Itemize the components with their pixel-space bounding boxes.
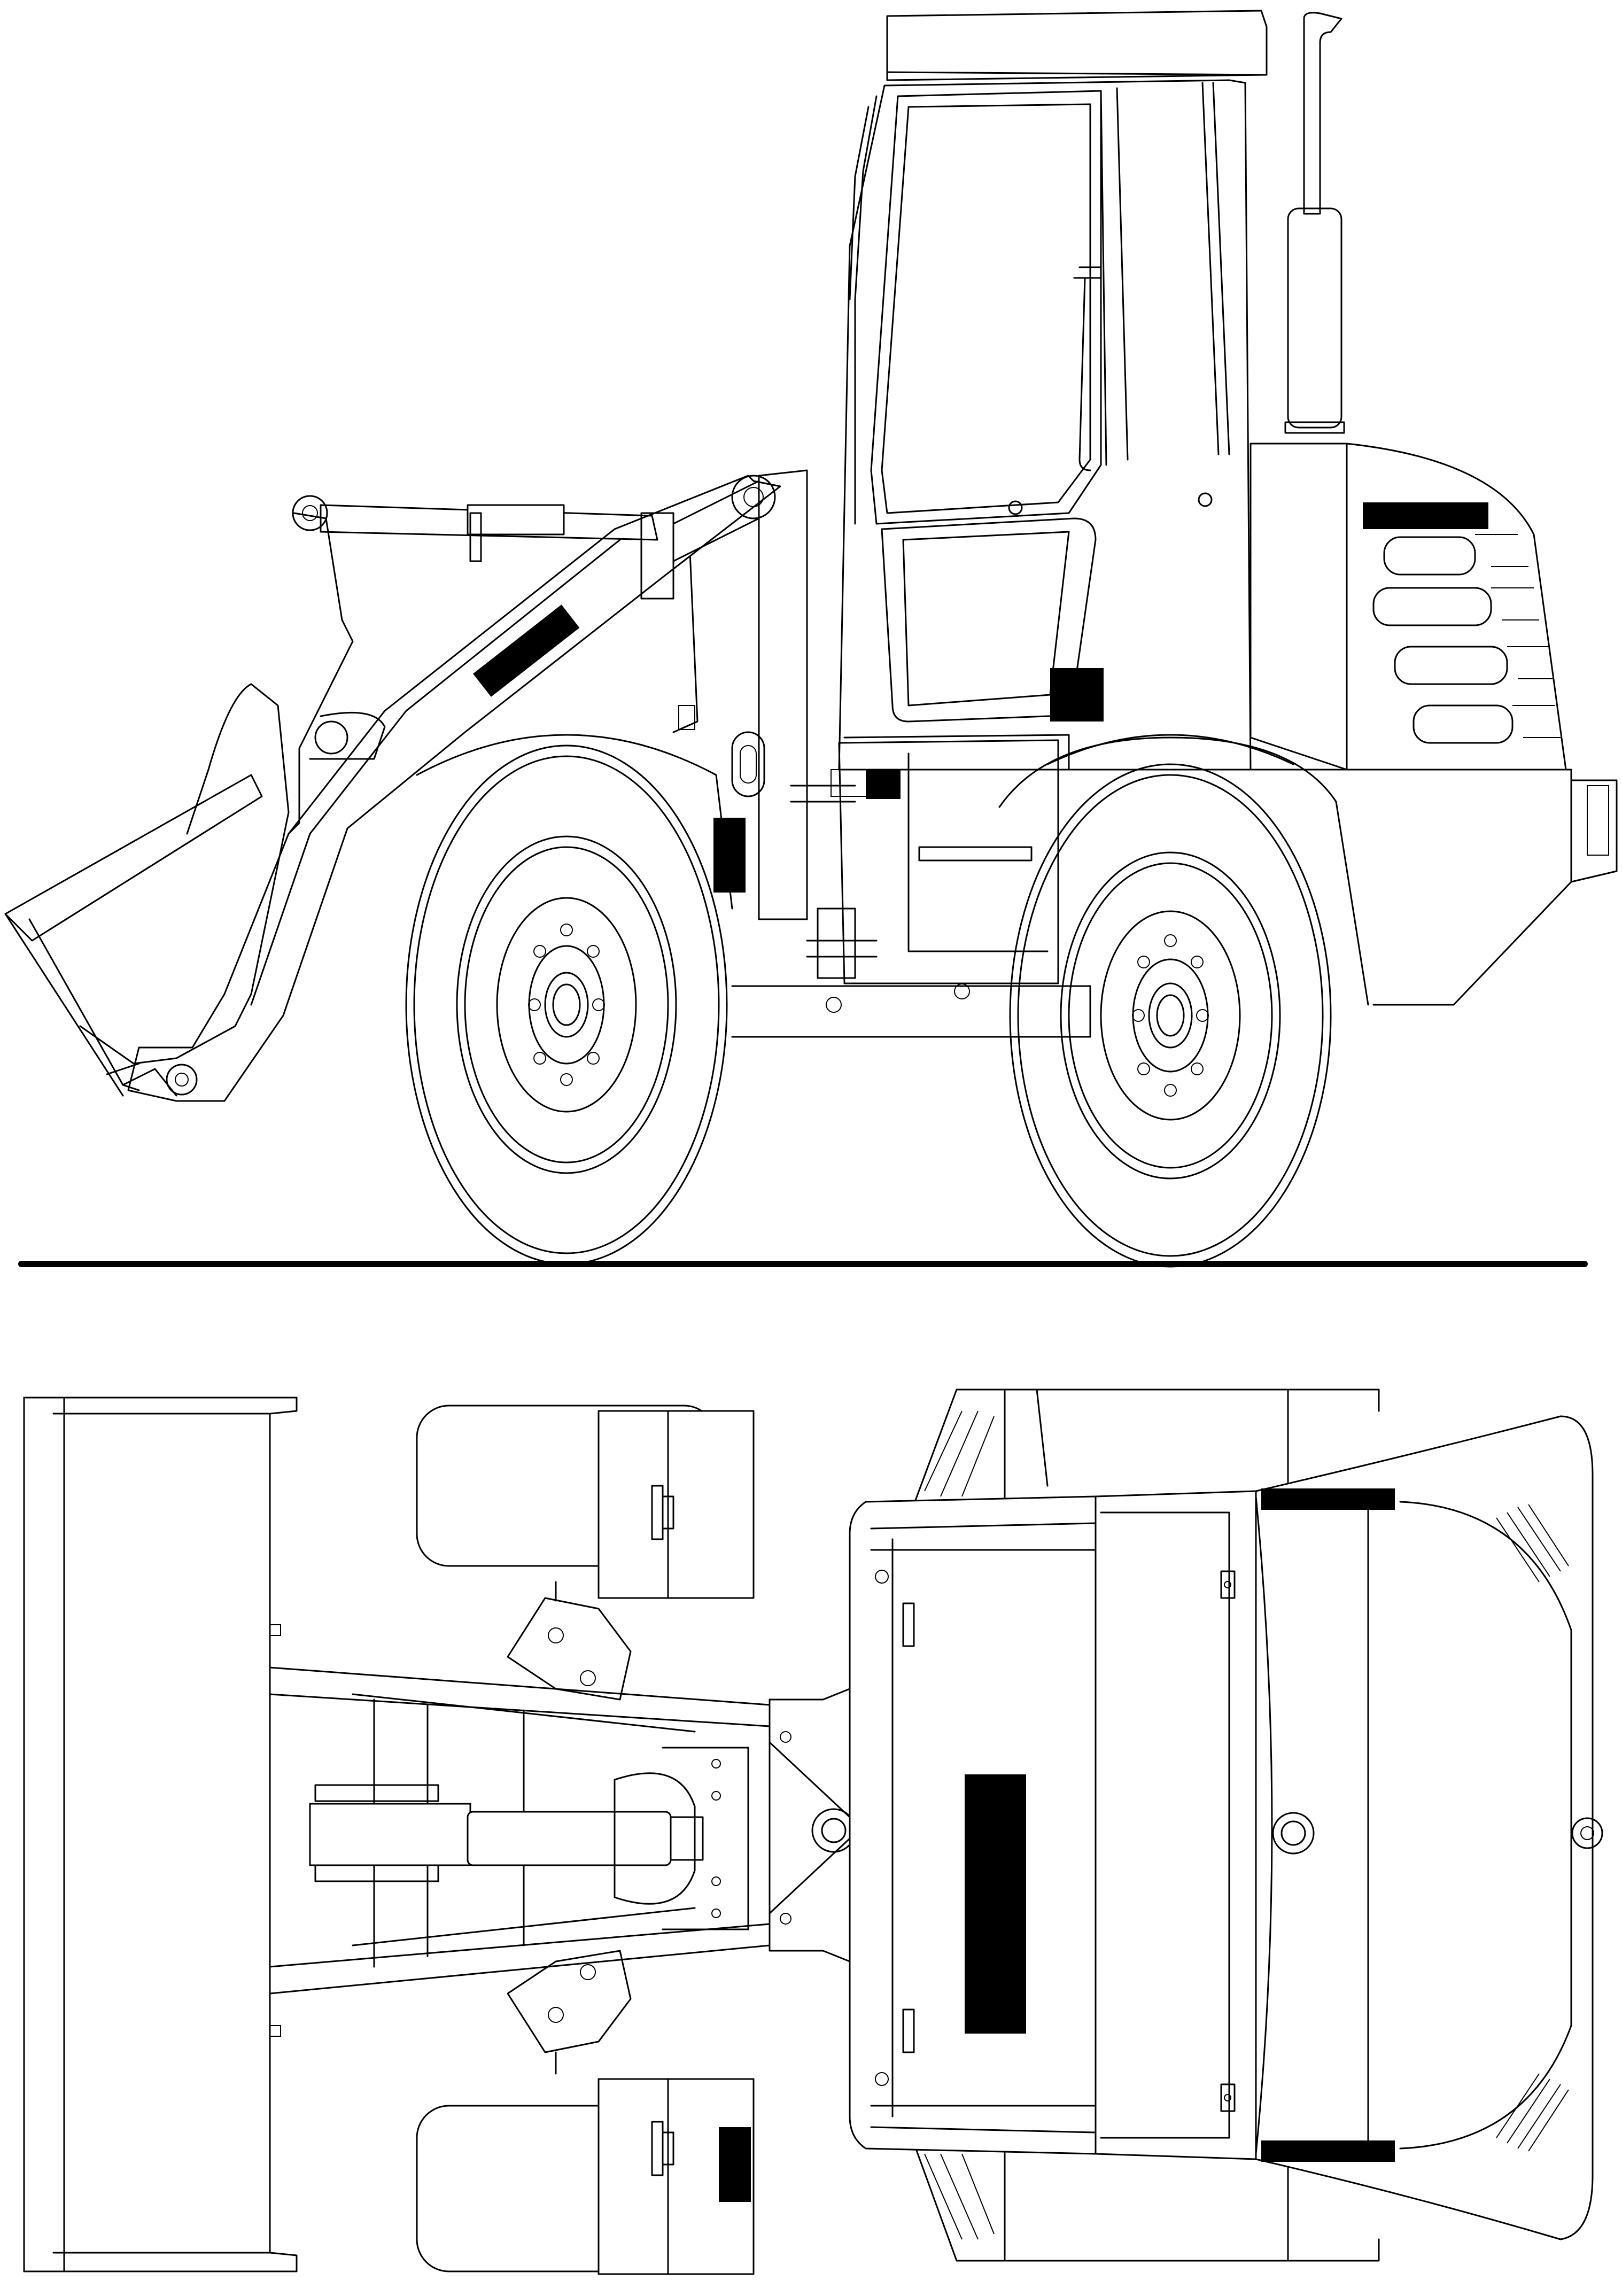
bucket-plan <box>23 1397 298 2272</box>
cab-bolt <box>1198 492 1213 507</box>
plan-roof-decal <box>965 1774 1026 2034</box>
rear-fender-top-plan <box>913 1389 1380 1506</box>
chassis-frame <box>731 739 1091 1038</box>
radiator-grille <box>1372 534 1561 744</box>
engine-hood-plan <box>1095 1415 1603 2240</box>
hood-vents-plan <box>1496 1504 1569 2152</box>
plan-decal-bottom <box>1261 2140 1395 2162</box>
plan-decal-top <box>1261 1488 1395 1510</box>
bucket <box>4 683 290 1097</box>
tilt-cylinder-plan <box>309 1747 749 1930</box>
bellcrank <box>288 512 386 835</box>
front-wheel-right-plan <box>416 2078 755 2275</box>
hood-decal <box>1363 502 1488 529</box>
engine-hood <box>1250 443 1618 1006</box>
tilt-cylinder <box>292 480 760 600</box>
top-view <box>23 1389 1603 2275</box>
lift-arm <box>127 475 781 1102</box>
boom-decal <box>473 604 580 697</box>
front-wheel-left-plan <box>416 1405 755 1599</box>
operator-cab <box>838 10 1268 771</box>
front-axle-bracket <box>507 1581 632 2075</box>
rear-fender-bottom-plan <box>913 2142 1380 2262</box>
side-view <box>4 10 1618 1268</box>
cab-decal <box>1050 668 1104 722</box>
exhaust-pipe <box>1284 12 1345 434</box>
front-wheel <box>405 734 733 1265</box>
cab-bolt <box>1008 500 1023 515</box>
rear-wheel <box>998 734 1369 1268</box>
